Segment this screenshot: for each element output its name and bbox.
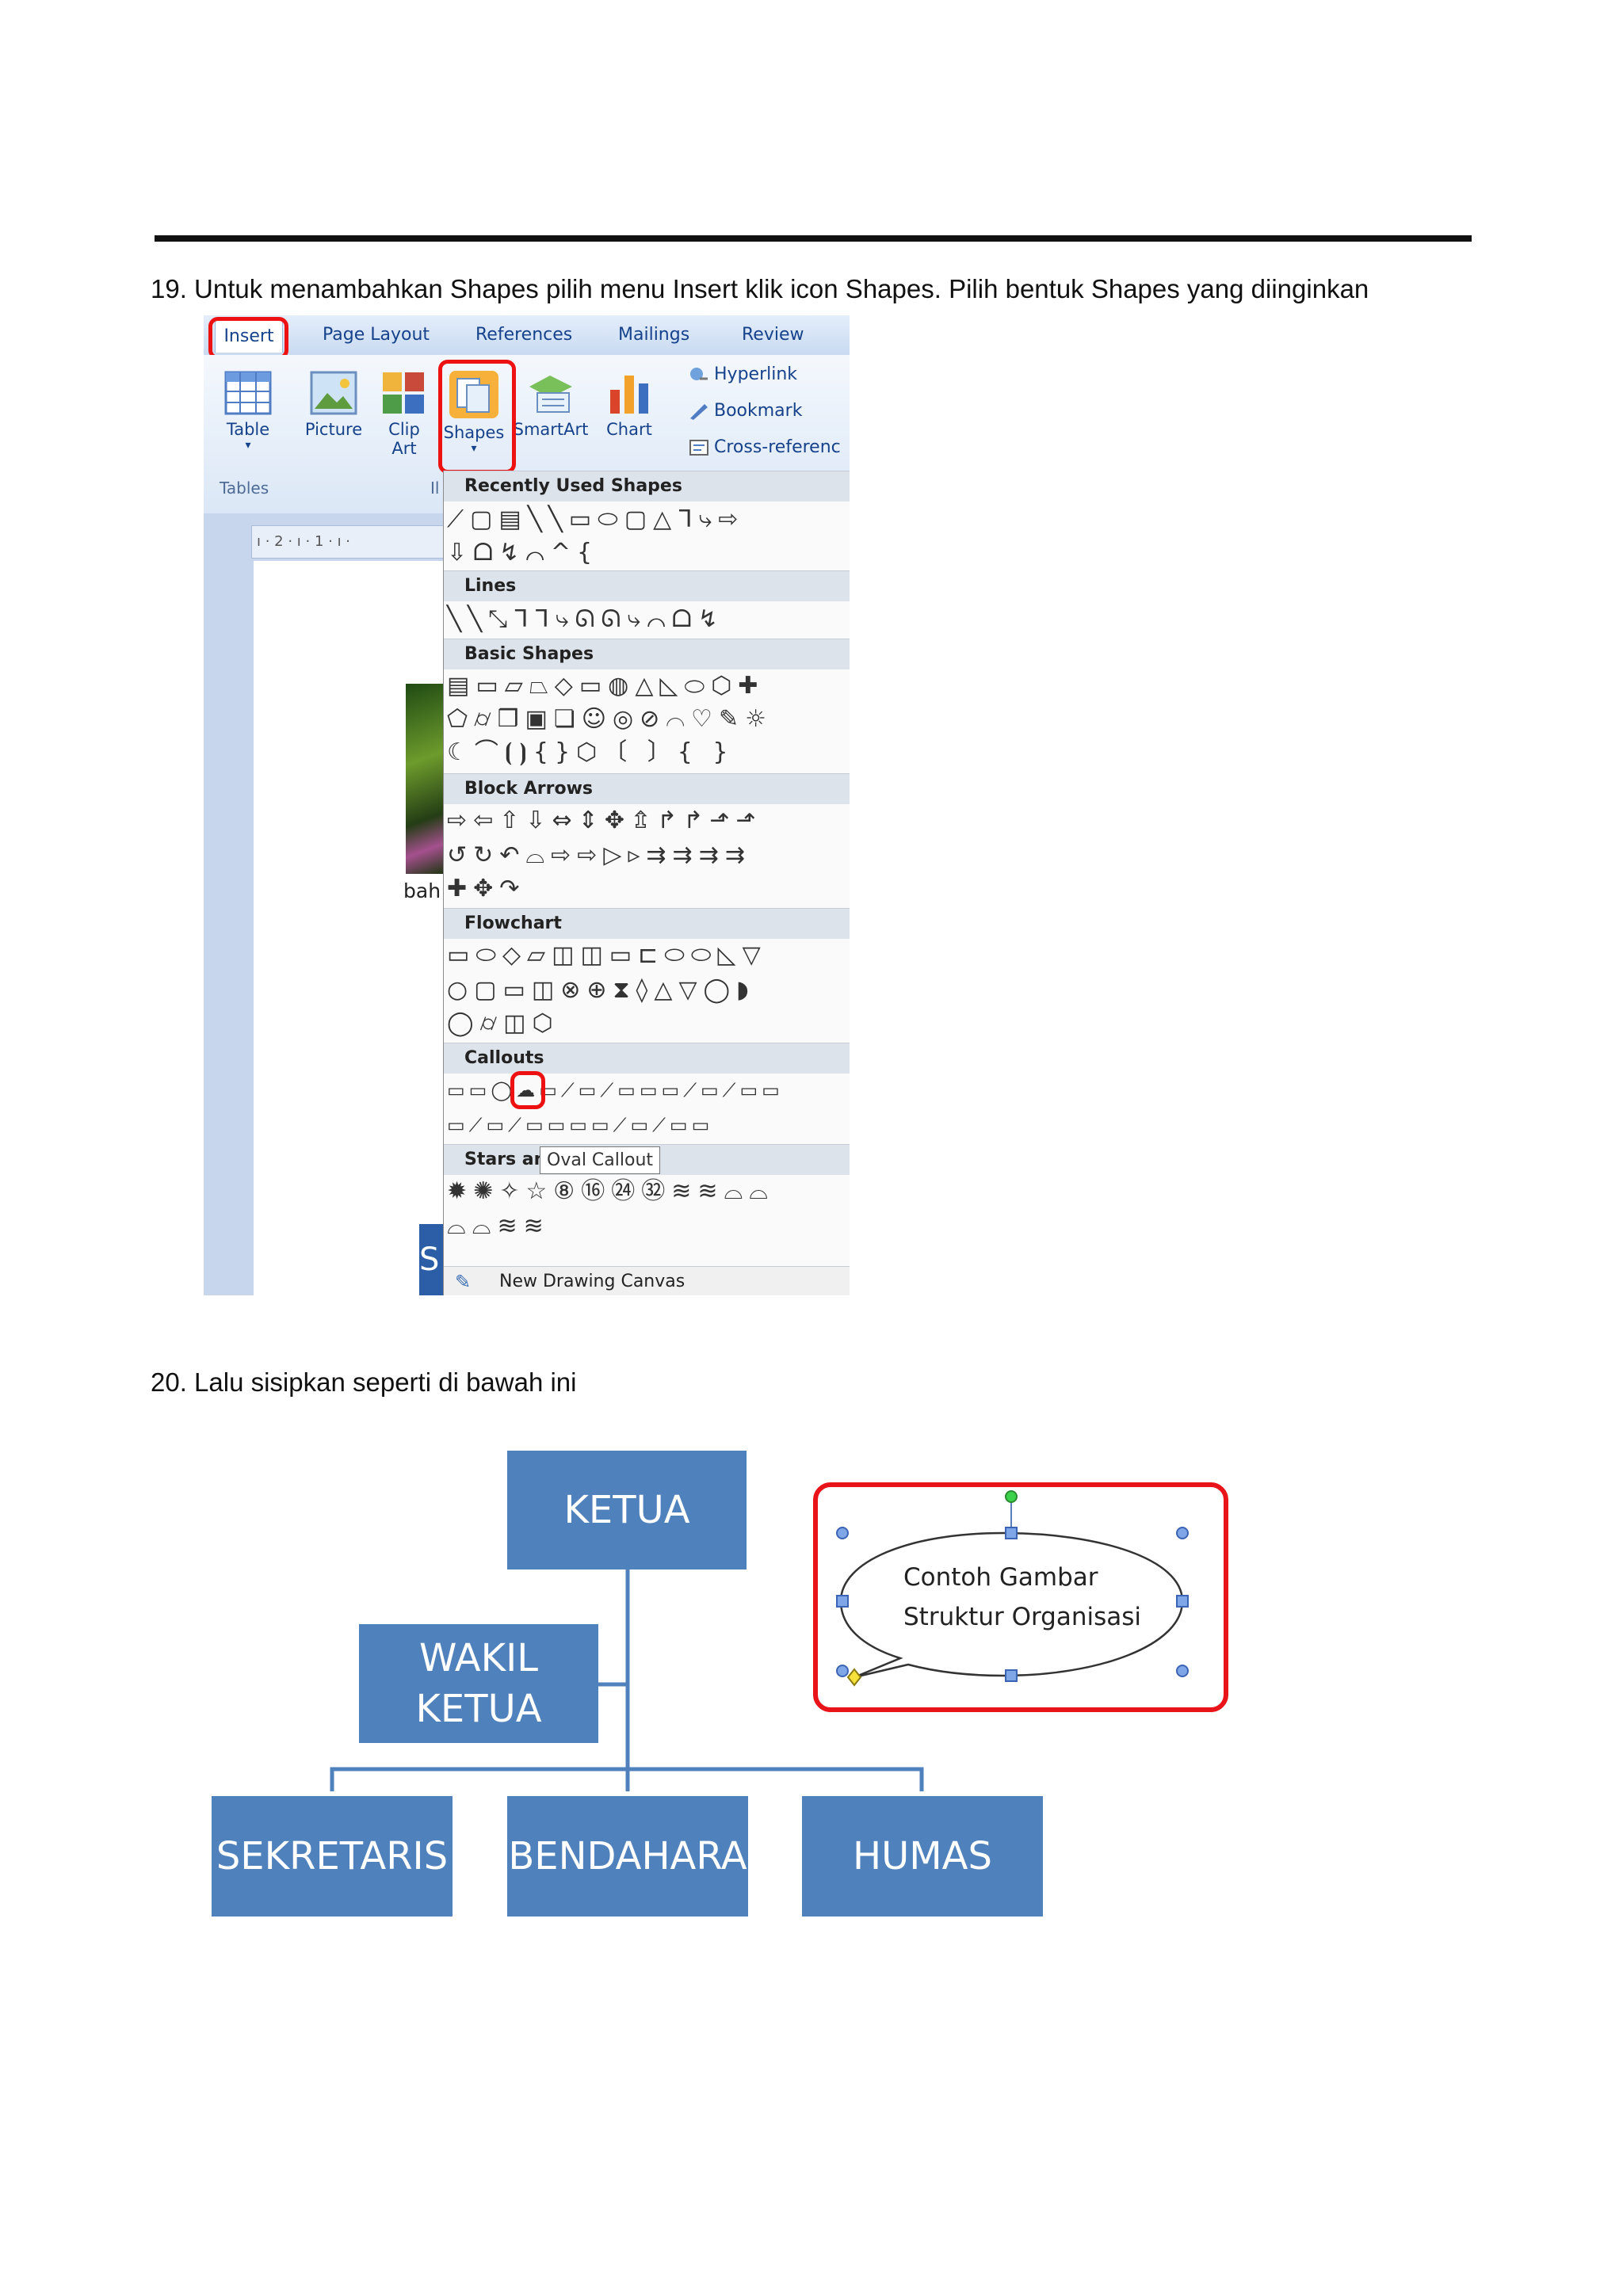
section-flowchart: Flowchart [444, 908, 850, 939]
resize-handle-top[interactable] [1005, 1527, 1018, 1539]
oval-callout-outline [839, 1531, 1184, 1679]
humas-label: HUMAS [853, 1834, 992, 1878]
basic-shapes-row[interactable]: ☾⌒⦗⦘{}⬡〔 〕{ } [447, 738, 735, 766]
clip-art-icon [383, 372, 424, 414]
basic-shapes-row[interactable]: ⬠⌭❒▣❏☺◎⊘⌒♡✎☼ [447, 705, 773, 733]
chart-icon [610, 376, 648, 414]
smartart-label: SmartArt [513, 420, 589, 439]
resize-handle-left[interactable] [836, 1595, 849, 1608]
chart-label: Chart [606, 420, 652, 439]
shapes-label: Shapes [443, 423, 505, 442]
flowchart-row[interactable]: ○▢▭◫⊗⊕⧗◊△▽◯◗ [447, 976, 755, 1004]
section-callouts: Callouts [444, 1043, 850, 1074]
horizontal-rule [155, 235, 1472, 242]
flowchart-row[interactable]: ◯⌭◫⬡ [447, 1009, 559, 1037]
resize-handle-top-left[interactable] [836, 1527, 849, 1539]
step-20-text: 20. Lalu sisipkan seperti di bawah ini [151, 1367, 577, 1397]
bendahara-label: BENDAHARA [508, 1834, 747, 1878]
org-box-humas: HUMAS [802, 1796, 1043, 1917]
resize-handle-bottom-left[interactable] [836, 1665, 849, 1677]
dropdown-arrow-icon: ▾ [245, 439, 251, 452]
callout-line-1: Contoh Gambar [903, 1563, 1098, 1592]
resize-handle-top-right[interactable] [1176, 1527, 1189, 1539]
bookmark-label: Bookmark [714, 401, 803, 421]
tab-page-layout[interactable]: Page Layout [323, 325, 430, 345]
shapes-button[interactable]: Shapes ▾ [440, 371, 508, 455]
dropdown-arrow-icon: ▾ [471, 442, 477, 455]
oval-callout-tooltip: Oval Callout [540, 1146, 661, 1174]
connector-bottom [330, 1767, 924, 1791]
hyperlink-button[interactable]: Hyperlink [689, 364, 797, 384]
clip-label: Clip [388, 420, 420, 439]
tab-mailings[interactable]: Mailings [618, 325, 690, 345]
flowchart-row[interactable]: ▭⬭◇▱◫◫▭⊏⬭⬭◺▽ [447, 941, 767, 969]
clip-art-button[interactable]: Clip Art [376, 371, 432, 458]
word-insert-shapes-screenshot: Insert Page Layout References Mailings R… [204, 315, 850, 1295]
hyperlink-label: Hyperlink [714, 364, 798, 384]
section-block-arrows: Block Arrows [444, 773, 850, 804]
stars-banners-row[interactable]: ⌓⌓≋≋ [447, 1212, 550, 1240]
block-arrows-row[interactable]: ⇨⇦⇧⇩⇔⇕✥⇬↱↱⬏⬏ [447, 807, 762, 834]
cross-reference-icon [689, 440, 708, 456]
cross-reference-button[interactable]: Cross-referenc [689, 437, 841, 457]
ketua-label: KETUA [415, 1687, 542, 1731]
tab-references[interactable]: References [475, 325, 573, 345]
table-icon [224, 371, 272, 415]
callout-highlight-frame [813, 1482, 1228, 1712]
bookmark-button[interactable]: Bookmark [689, 401, 802, 421]
stars-banners-row[interactable]: ✹✺✧☆⑧⑯㉔㉜≋≋⌓⌓ [447, 1177, 774, 1205]
illustrations-group-label: Il [430, 479, 440, 498]
table-button[interactable]: Table ▾ [215, 371, 281, 452]
document-text-fragment: bah [403, 879, 441, 902]
tables-group-label: Tables [220, 479, 269, 498]
lines-row[interactable]: ╲╲⤡ᒣᒣ⤷ᘏᘏ⤷⌒ᗝ↯ [447, 605, 724, 633]
wakil-label: WAKIL [418, 1636, 539, 1680]
resize-handle-bottom[interactable] [1005, 1669, 1018, 1682]
callout-text: Contoh Gambar Struktur Organisasi [903, 1558, 1141, 1637]
document-blue-shape: S [419, 1224, 446, 1295]
oval-callout-shape[interactable] [813, 1482, 1228, 1712]
org-box-bendahara: BENDAHARA [507, 1796, 748, 1917]
section-lines: Lines [444, 570, 850, 601]
new-drawing-canvas-label: New Drawing Canvas [499, 1272, 685, 1291]
flower-photo [406, 684, 445, 874]
org-box-ketua: KETUA [507, 1451, 747, 1569]
ribbon-tab-bar: Insert Page Layout References Mailings R… [204, 315, 850, 356]
step-19-text: 19. Untuk menambahkan Shapes pilih menu … [151, 274, 1369, 303]
basic-shapes-row[interactable]: ▤▭▱⏢◇▭◍△◺⬭⬡✚ [447, 672, 765, 700]
table-label: Table [226, 420, 270, 439]
tab-review[interactable]: Review [742, 325, 804, 345]
block-arrows-row[interactable]: ↺↻↶⌓⇨⇨▷▹⇉⇉⇉⇉ [447, 841, 752, 869]
smartart-button[interactable]: SmartArt [511, 371, 590, 439]
new-drawing-canvas-item[interactable]: New Drawing Canvas [444, 1266, 850, 1295]
rotation-handle[interactable] [1005, 1490, 1018, 1503]
org-box-sekretaris: SEKRETARIS [212, 1796, 453, 1917]
org-box-wakil-ketua: WAKIL KETUA [359, 1624, 598, 1743]
picture-label: Picture [304, 420, 363, 439]
section-basic-shapes: Basic Shapes [444, 639, 850, 669]
shapes-icon [449, 371, 498, 418]
cross-reference-label: Cross-referenc [714, 437, 841, 457]
recent-shapes-row[interactable]: ⟋▢▤╲╲▭⬭▢△ᒣ⤷⇨ [447, 505, 745, 533]
callout-line-2: Struktur Organisasi [903, 1603, 1142, 1631]
ketua-label: KETUA [563, 1488, 690, 1532]
bookmark-icon [690, 404, 708, 420]
picture-button[interactable]: Picture [298, 371, 369, 439]
adjust-handle[interactable] [846, 1668, 862, 1687]
section-recently-used: Recently Used Shapes [444, 471, 850, 502]
sekretaris-label: SEKRETARIS [216, 1834, 449, 1878]
resize-handle-right[interactable] [1176, 1595, 1189, 1608]
picture-icon [310, 371, 357, 415]
block-arrows-row[interactable]: ✚✥↷ [447, 875, 526, 902]
recent-shapes-row[interactable]: ⇩ᗝ↯⌒^{ [447, 539, 599, 566]
chart-button[interactable]: Chart [598, 371, 661, 439]
drawing-canvas-icon: ✎ [455, 1271, 472, 1293]
smartart-icon [529, 376, 572, 413]
hyperlink-icon [690, 368, 708, 380]
callouts-row[interactable]: ▭▭◯☁▭⟋▭⟋▭▭▭⟋▭⟋▭▭ [447, 1079, 784, 1101]
resize-handle-bottom-right[interactable] [1176, 1665, 1189, 1677]
callouts-row[interactable]: ▭⟋▭⟋▭▭▭▭⟋▭⟋▭▭ [447, 1114, 714, 1136]
art-label: Art [391, 439, 417, 458]
